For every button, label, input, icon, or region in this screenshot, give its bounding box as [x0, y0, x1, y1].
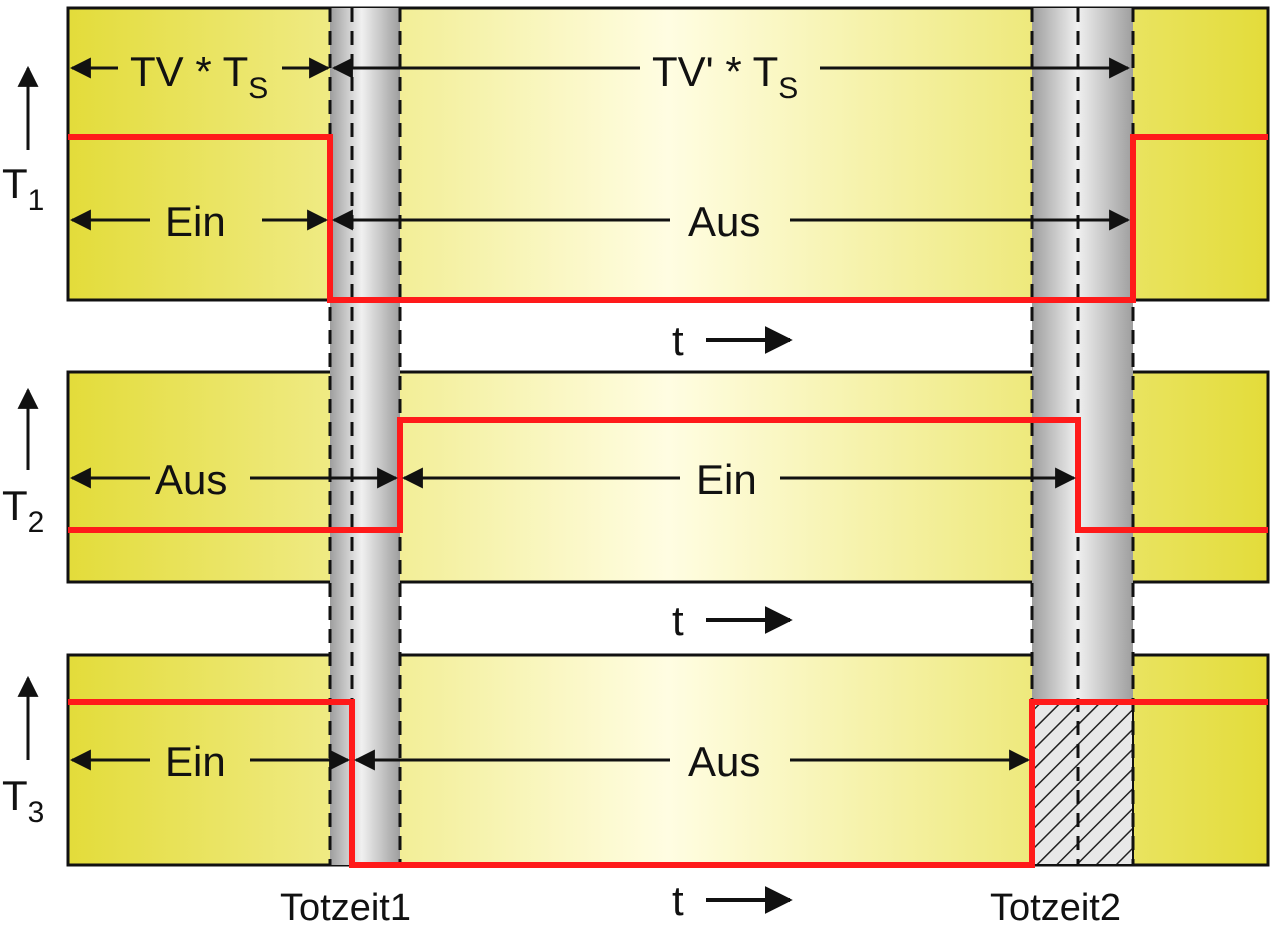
svg-text:T2: T2	[2, 482, 44, 539]
signal-t1	[68, 134, 1268, 303]
svg-text:T1: T1	[2, 160, 44, 217]
state-t2-right: Ein	[696, 456, 757, 503]
signal-t2	[68, 417, 1268, 533]
state-t3-left: Ein	[165, 738, 226, 785]
axis-t3: T3	[2, 675, 44, 829]
svg-text:t: t	[672, 877, 684, 924]
state-t1-left: Ein	[165, 198, 226, 245]
signal-t3	[68, 699, 1268, 868]
svg-text:t: t	[672, 317, 684, 364]
hatched-area	[1031, 701, 1134, 866]
svg-text:T3: T3	[2, 772, 44, 829]
axis-t1: T1	[2, 65, 44, 217]
state-t3-right: Aus	[688, 738, 760, 785]
dead-time-label-2: Totzeit2	[990, 887, 1121, 929]
time-axis-t1: t	[672, 317, 793, 364]
dead-time-label-1: Totzeit1	[280, 887, 411, 929]
state-t1-right: Aus	[688, 198, 760, 245]
state-t2-left: Aus	[155, 456, 227, 503]
deadband-1	[330, 8, 400, 865]
time-axis-t2: t	[672, 597, 793, 644]
axis-t2: T2	[2, 387, 44, 539]
time-axis-t3: t	[672, 877, 793, 924]
svg-text:t: t	[672, 597, 684, 644]
label-tv-ts: TV * TS	[130, 48, 268, 105]
label-tv-prime-ts: TV' * TS	[652, 48, 798, 105]
